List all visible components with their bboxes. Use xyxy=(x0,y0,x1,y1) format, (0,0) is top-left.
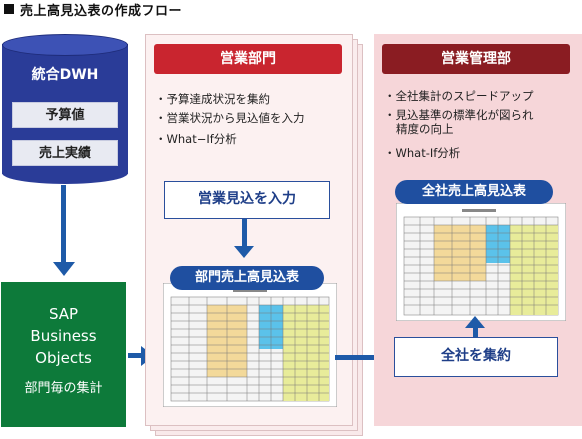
aggregate-to-report-arrowhead-icon xyxy=(465,316,485,328)
sap-subtitle: 部門毎の集計 xyxy=(24,381,103,396)
dept-bullet-2: ・営業状況から見込値を入力 xyxy=(155,111,305,125)
aggregate-to-report-arrow-line xyxy=(473,327,478,339)
dept-to-mgmt-arrow-line xyxy=(335,355,375,360)
diagram-title: 売上高見込表の作成フロー xyxy=(4,0,183,19)
mgmt-bullet-4: ・What-If分析 xyxy=(384,146,461,160)
dept-bullet-1: ・予算達成状況を集約 xyxy=(155,92,270,106)
sap-to-dept-arrow-line xyxy=(128,353,142,358)
dwh-cylinder: 統合DWH 予算値 売上実績 xyxy=(2,34,128,184)
mgmt-bullet-2: ・見込基準の標準化が図られ xyxy=(384,108,534,122)
dept-report-thumbnail xyxy=(163,283,337,407)
mgmt-bullet-1: ・全社集計のスピードアップ xyxy=(384,89,534,103)
dwh-to-sap-arrow-line xyxy=(61,185,66,263)
sap-line-3: Objects xyxy=(35,349,92,367)
mgmt-report-thumbnail xyxy=(396,203,566,321)
sap-line-2: Business xyxy=(30,327,97,345)
title-text: 売上高見込表の作成フロー xyxy=(20,3,183,19)
dept-input-box: 営業見込を入力 xyxy=(164,181,330,219)
input-to-report-arrow-line xyxy=(242,219,247,247)
dwh-title: 統合DWH xyxy=(31,67,99,83)
mgmt-header: 営業管理部 xyxy=(382,44,570,74)
dwh-item-sales: 売上実績 xyxy=(12,140,118,166)
title-square-icon xyxy=(4,4,14,14)
mgmt-report-label: 全社売上高見込表 xyxy=(395,180,553,204)
dwh-to-sap-arrowhead-icon xyxy=(53,262,75,276)
mgmt-bullet-3: 精度の向上 xyxy=(396,122,454,136)
dwh-item-budget: 予算値 xyxy=(12,102,118,128)
sap-line-1: SAP xyxy=(48,305,79,323)
sap-business-objects-box: SAP Business Objects 部門毎の集計 xyxy=(1,282,126,427)
dept-bullet-3: ・What−If分析 xyxy=(155,132,237,146)
dept-header: 営業部門 xyxy=(154,44,342,74)
input-to-report-arrowhead-icon xyxy=(234,246,254,258)
mgmt-aggregate-box: 全社を集約 xyxy=(394,337,558,377)
dept-report-label: 部門売上高見込表 xyxy=(170,266,324,290)
